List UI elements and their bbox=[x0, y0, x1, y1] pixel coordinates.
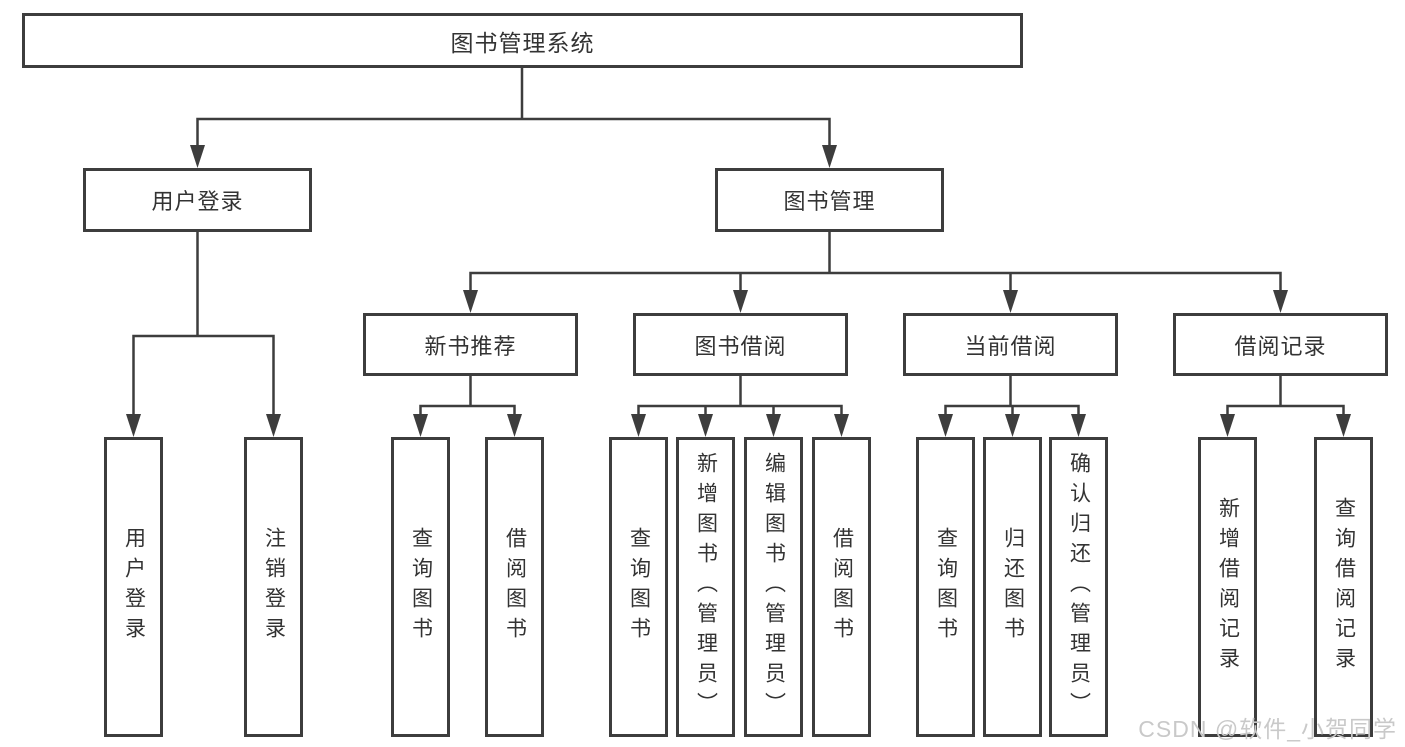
arrowhead bbox=[1336, 414, 1351, 437]
node-label: 借阅记录 bbox=[1234, 333, 1327, 359]
arrowhead bbox=[733, 290, 748, 313]
arrowhead bbox=[1003, 290, 1018, 313]
arrowhead bbox=[766, 414, 781, 437]
arrowhead bbox=[126, 414, 141, 437]
connector-path bbox=[469, 232, 1282, 294]
node-library-management-system: 图书管理系统 bbox=[22, 13, 1023, 68]
node-label: 图书借阅 bbox=[694, 333, 787, 359]
arrowhead bbox=[1005, 414, 1020, 437]
csdn-watermark: CSDN @软件_小贺同学 bbox=[1138, 716, 1397, 742]
leaf-return-books: 归还图书 bbox=[983, 437, 1042, 737]
node-label: 图书管理 bbox=[783, 189, 876, 214]
node-book-borrow: 图书借阅 bbox=[633, 313, 848, 376]
node-label: 归还图书 bbox=[1001, 527, 1025, 647]
arrowhead bbox=[631, 414, 646, 437]
node-label: 查询图书 bbox=[627, 527, 651, 647]
arrowhead bbox=[1220, 414, 1235, 437]
leaf-borrow-books: 借阅图书 bbox=[812, 437, 871, 737]
arrowhead bbox=[190, 145, 205, 168]
leaf-confirm-return-admin: 确认归还（管理员） bbox=[1049, 437, 1108, 737]
leaf-query-borrow-record: 查询借阅记录 bbox=[1314, 437, 1373, 737]
connector-arrowheads bbox=[126, 145, 1351, 437]
arrowhead bbox=[834, 414, 849, 437]
arrowhead bbox=[507, 414, 522, 437]
node-new-book-recommend: 新书推荐 bbox=[363, 313, 578, 376]
arrowhead bbox=[938, 414, 953, 437]
node-label: 图书管理系统 bbox=[450, 29, 595, 56]
node-book-management-branch: 图书管理 bbox=[715, 168, 944, 232]
node-label: 确认归还（管理员） bbox=[1067, 452, 1091, 722]
node-label: 借阅图书 bbox=[830, 527, 854, 647]
node-user-login-branch: 用户登录 bbox=[83, 168, 312, 232]
node-label: 借阅图书 bbox=[503, 527, 527, 647]
leaf-borrow-books-recommend: 借阅图书 bbox=[485, 437, 544, 737]
node-label: 注销登录 bbox=[262, 527, 286, 647]
leaf-edit-books-admin: 编辑图书（管理员） bbox=[744, 437, 803, 737]
arrowhead bbox=[413, 414, 428, 437]
node-label: 编辑图书（管理员） bbox=[762, 452, 786, 722]
arrowhead bbox=[266, 414, 281, 437]
connector-path bbox=[637, 376, 843, 415]
leaf-user-login: 用户登录 bbox=[104, 437, 163, 737]
node-current-borrow: 当前借阅 bbox=[903, 313, 1118, 376]
node-label: 新增图书（管理员） bbox=[694, 452, 718, 722]
node-label: 查询借阅记录 bbox=[1332, 497, 1356, 677]
node-borrow-records: 借阅记录 bbox=[1173, 313, 1388, 376]
arrowhead bbox=[1273, 290, 1288, 313]
arrowhead bbox=[698, 414, 713, 437]
node-label: 查询图书 bbox=[409, 527, 433, 647]
connector-path bbox=[944, 376, 1080, 415]
node-label: 查询图书 bbox=[934, 527, 958, 647]
connector-path bbox=[419, 376, 516, 415]
leaf-add-borrow-record: 新增借阅记录 bbox=[1198, 437, 1257, 737]
node-label: 当前借阅 bbox=[964, 333, 1057, 359]
arrowhead bbox=[822, 145, 837, 168]
leaf-logout: 注销登录 bbox=[244, 437, 303, 737]
connector-path bbox=[1226, 376, 1345, 415]
connector-path bbox=[132, 232, 275, 415]
leaf-query-books-recommend: 查询图书 bbox=[391, 437, 450, 737]
connector-path bbox=[196, 68, 831, 148]
connector-lines bbox=[132, 68, 1345, 415]
node-label: 用户登录 bbox=[151, 189, 244, 214]
leaf-add-books-admin: 新增图书（管理员） bbox=[676, 437, 735, 737]
leaf-query-books-borrow: 查询图书 bbox=[609, 437, 668, 737]
node-label: 新增借阅记录 bbox=[1216, 497, 1240, 677]
node-label: 用户登录 bbox=[122, 527, 146, 647]
leaf-query-books-current: 查询图书 bbox=[916, 437, 975, 737]
arrowhead bbox=[1071, 414, 1086, 437]
node-label: 新书推荐 bbox=[424, 333, 517, 359]
arrowhead bbox=[463, 290, 478, 313]
